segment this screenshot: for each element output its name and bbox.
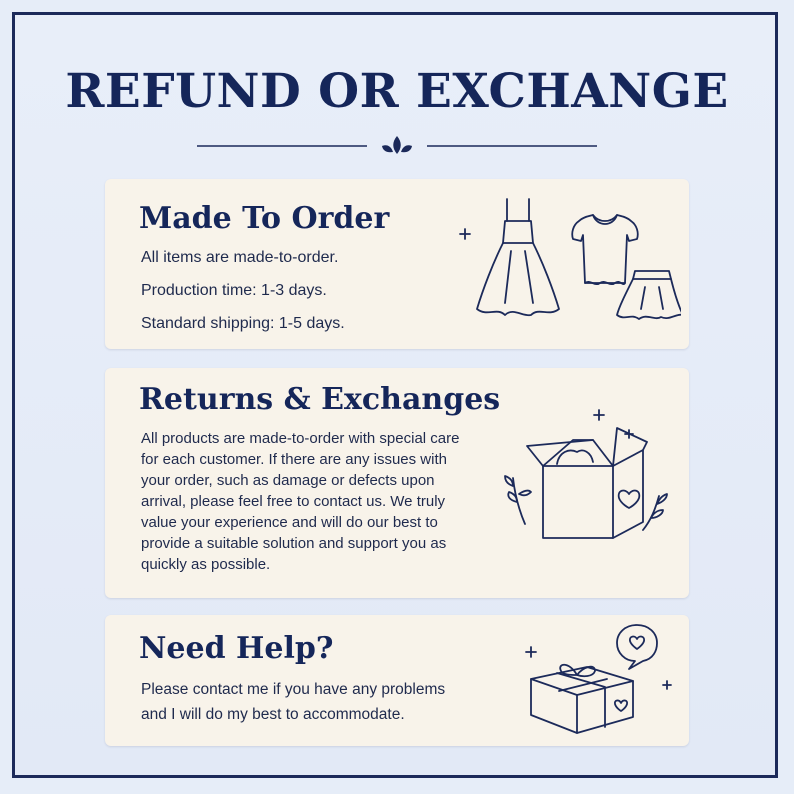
made-to-order-heading: Made To Order — [139, 201, 390, 236]
made-to-order-card: Made To Order All items are made-to-orde… — [105, 179, 689, 349]
clothing-icon — [455, 191, 681, 326]
returns-text-line: All products are made-to-order with spec… — [141, 430, 460, 447]
returns-text-line: provide a suitable solution and support … — [141, 535, 447, 552]
gift-box-icon — [517, 623, 677, 741]
need-help-heading: Need Help? — [139, 631, 334, 666]
returns-text-line: arrival, please feel free to contact us.… — [141, 493, 446, 510]
fleuron-icon — [382, 136, 412, 154]
returns-exchanges-card: Returns & Exchanges All products are mad… — [105, 368, 689, 598]
made-to-order-line: Production time: 1-3 days. — [141, 282, 327, 299]
open-box-icon — [497, 406, 677, 546]
returns-text-line: your order, such as damage or defects up… — [141, 472, 435, 489]
returns-text-line: quickly as possible. — [141, 556, 271, 573]
returns-text-line: for each customer. If there are any issu… — [141, 451, 447, 468]
made-to-order-line: All items are made-to-order. — [141, 249, 339, 266]
need-help-line: and I will do my best to accommodate. — [141, 706, 405, 723]
ornament-divider — [197, 136, 597, 154]
made-to-order-line: Standard shipping: 1-5 days. — [141, 315, 345, 332]
need-help-card: Need Help? Please contact me if you have… — [105, 615, 689, 746]
returns-text-line: value your experience and will do our be… — [141, 514, 438, 531]
need-help-line: Please contact me if you have any proble… — [141, 681, 446, 698]
returns-exchanges-heading: Returns & Exchanges — [139, 382, 501, 417]
page-title: REFUND OR EXCHANGE — [65, 64, 729, 119]
